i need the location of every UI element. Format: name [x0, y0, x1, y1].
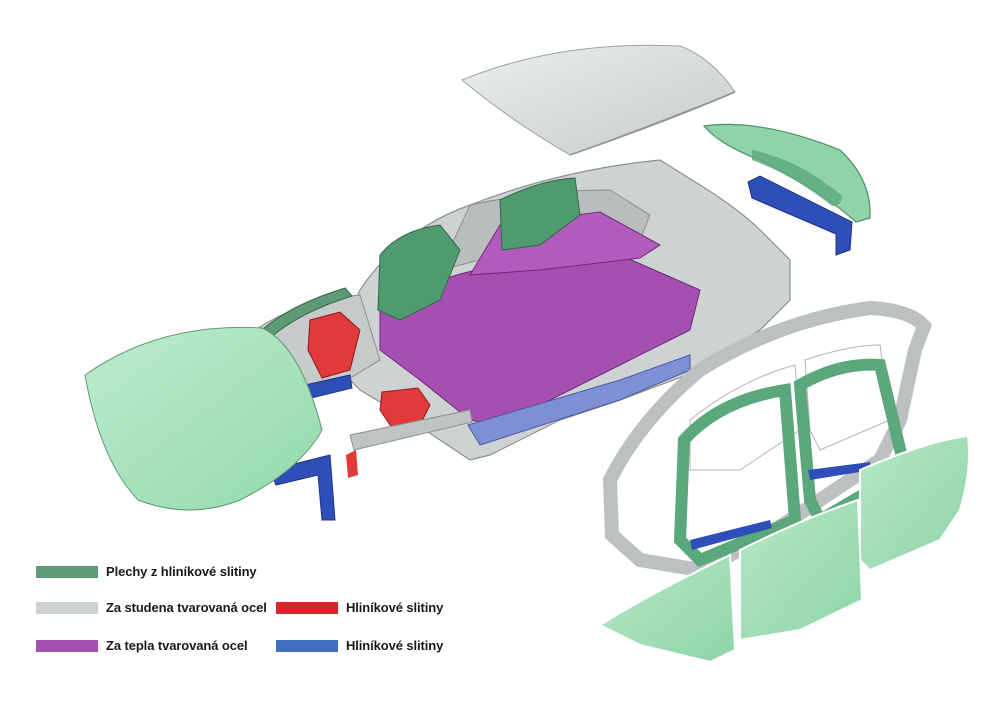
- hood-panel: [84, 326, 323, 511]
- roof-panel: [461, 44, 736, 156]
- inner-side-panels: [377, 177, 581, 321]
- tailgate-panel: [702, 123, 871, 223]
- outer-door-panels: [597, 434, 970, 664]
- rear-crash-beam: [747, 175, 853, 256]
